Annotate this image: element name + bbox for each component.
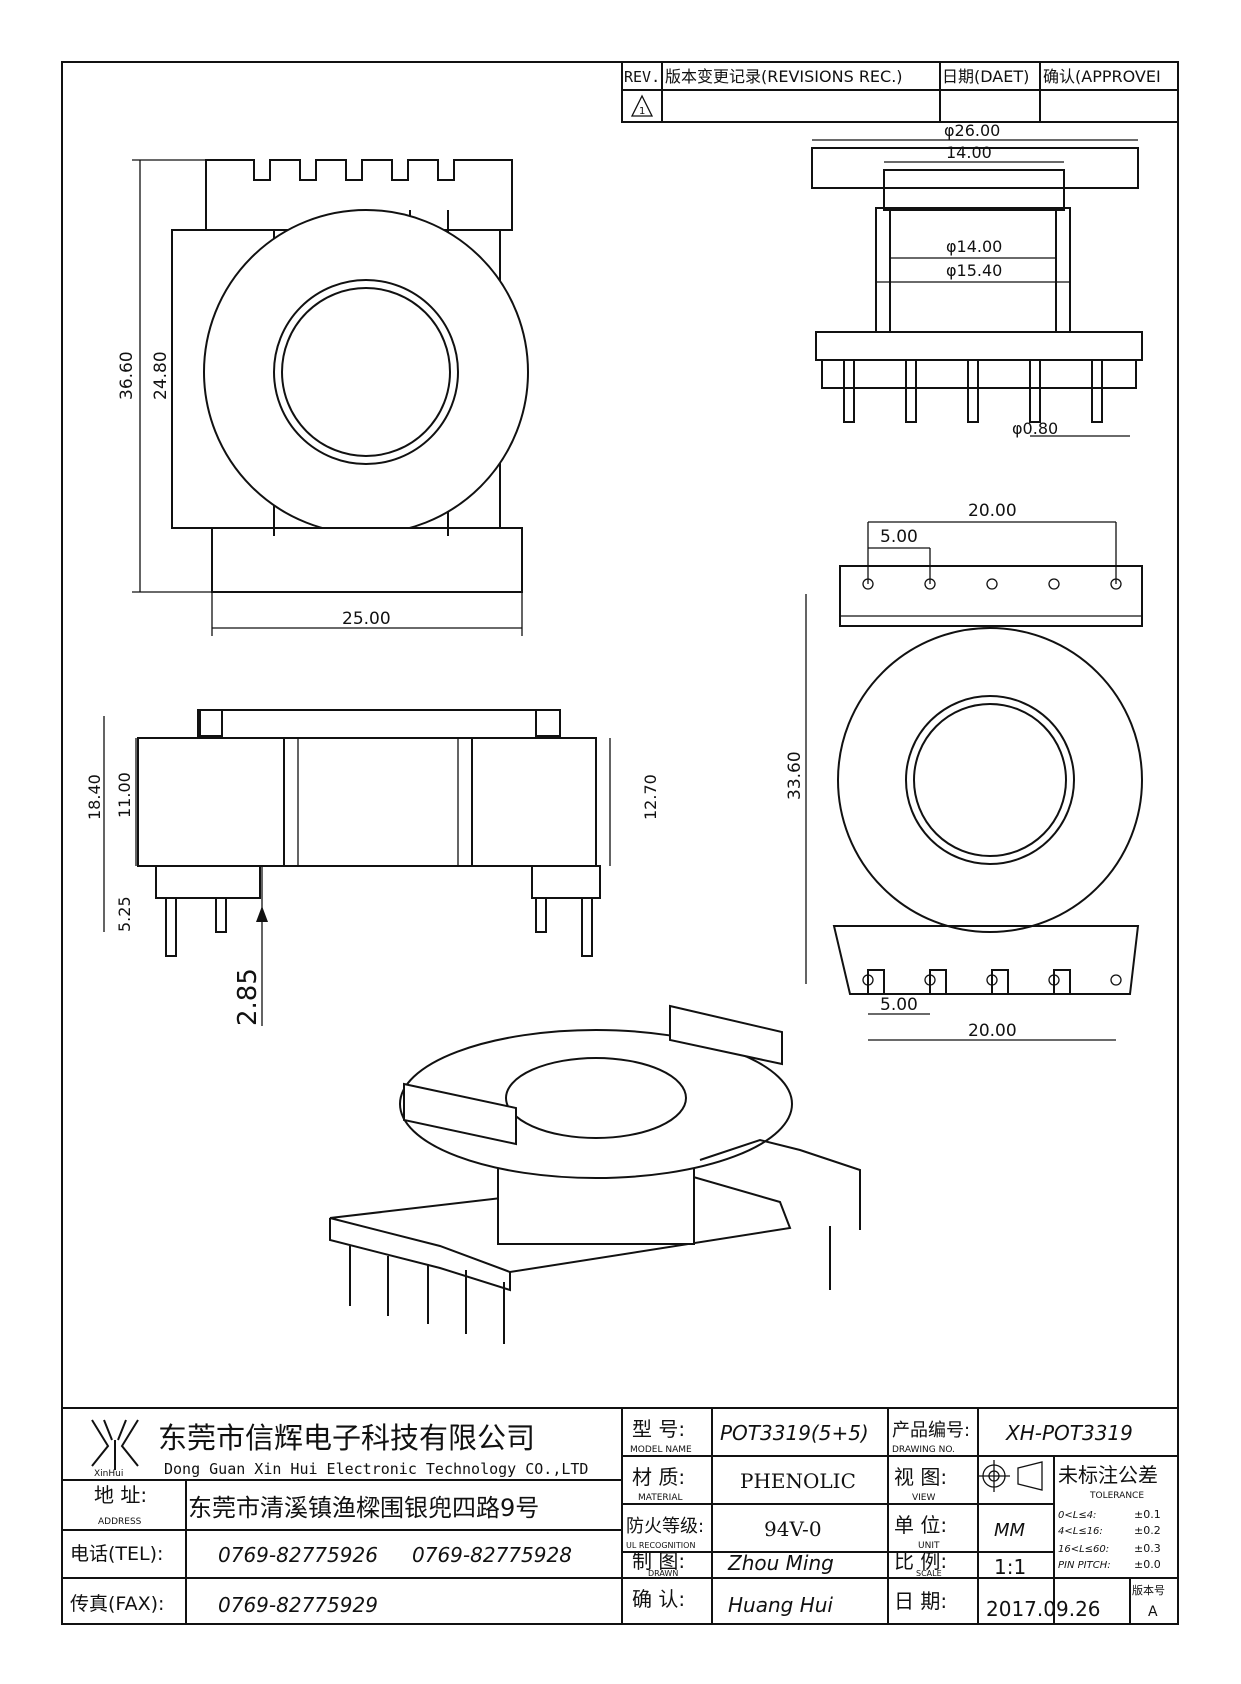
- bottom-view: 20.00 5.00 33.60 5.00 20.00: [785, 501, 1143, 1041]
- tolerance-range-2: 4<L≤16:: [1058, 1526, 1103, 1537]
- drawn-label-en: DRAWN: [648, 1569, 678, 1578]
- tolerance-value-3: ±0.3: [1134, 1542, 1161, 1555]
- fax-label: 传真(FAX):: [70, 1593, 164, 1615]
- dim-width-inner: 14.00: [946, 143, 992, 162]
- tel-value-1: 0769-82775926: [218, 1543, 378, 1567]
- title-block: XinHui 东莞市信辉电子科技有限公司 Dong Guan Xin Hui E…: [61, 1407, 1179, 1625]
- scale-label: 比 例:: [894, 1549, 947, 1573]
- top-view: 36.60 24.80 25.00: [117, 159, 529, 636]
- check-value: Huang Hui: [728, 1593, 833, 1617]
- revision-mark: 1: [639, 106, 645, 117]
- check-label: 确 认:: [632, 1587, 685, 1611]
- dim-dia-core: φ14.00: [946, 237, 1002, 256]
- date-label: 日 期:: [894, 1589, 947, 1613]
- dim-width: 25.00: [342, 609, 391, 629]
- address-label-en: ADDRESS: [98, 1517, 142, 1527]
- approve-header: 确认(APPROVEI: [1043, 67, 1161, 86]
- projection-symbol-icon: [978, 1460, 1043, 1492]
- tel-value-2: 0769-82775928: [412, 1543, 572, 1567]
- model-value: POT3319(5+5): [720, 1421, 869, 1445]
- view-label-en: VIEW: [912, 1493, 935, 1503]
- dim-dia-outer: φ26.00: [944, 121, 1000, 140]
- dim-pin-pitch-bottom: 5.00: [880, 995, 918, 1015]
- material-value: PHENOLIC: [740, 1469, 856, 1493]
- fax-value: 0769-82775929: [218, 1593, 378, 1617]
- drawn-label: 制 图:: [632, 1549, 685, 1573]
- drawing-no-value: XH-POT3319: [1005, 1421, 1133, 1445]
- revision-table: REV. 版本变更记录(REVISIONS REC.) 日期(DAET) 确认(…: [621, 61, 1179, 123]
- version-value: A: [1148, 1604, 1158, 1620]
- dim-height-total: 36.60: [117, 351, 137, 400]
- tolerance-value-2: ±0.2: [1134, 1524, 1161, 1537]
- material-label: 材 质:: [632, 1465, 685, 1489]
- scale-label-en: SCALE: [916, 1569, 942, 1578]
- tolerance-value-1: ±0.1: [1134, 1508, 1161, 1521]
- dim-side-standoff: 2.85: [233, 968, 263, 1026]
- ul-label: 防火等级:: [626, 1516, 704, 1537]
- address-value: 东莞市清溪镇渔樑围银兜四路9号: [188, 1494, 539, 1522]
- date-header: 日期(DAET): [942, 67, 1029, 86]
- dim-pin-span-top: 20.00: [968, 501, 1017, 521]
- scale-value: 1:1: [994, 1555, 1026, 1579]
- front-view: φ26.00 14.00 φ14.00 φ15.40 φ0.80: [811, 121, 1143, 438]
- dim-side-height-core: 12.70: [641, 774, 660, 820]
- dim-height-inner: 24.80: [151, 351, 171, 400]
- xinhui-logo: XinHui: [91, 1419, 139, 1479]
- unit-label-en: UNIT: [918, 1541, 940, 1551]
- dim-side-height-body: 11.00: [115, 772, 134, 818]
- isometric-view: [329, 1004, 861, 1344]
- tel-label: 电话(TEL):: [70, 1543, 163, 1565]
- view-label: 视 图:: [894, 1465, 947, 1489]
- tolerance-range-1: 0<L≤4:: [1058, 1510, 1096, 1521]
- tolerance-range-4: PIN PITCH:: [1058, 1560, 1111, 1571]
- rev-header: REV.: [624, 68, 660, 86]
- revision-triangle-icon: [630, 94, 654, 117]
- address-label: 地 址:: [94, 1483, 147, 1507]
- version-label: 版本号: [1132, 1583, 1165, 1597]
- tolerance-value-4: ±0.0: [1134, 1558, 1161, 1571]
- unit-value: MM: [994, 1520, 1026, 1541]
- dim-pin-dia: φ0.80: [1012, 419, 1058, 438]
- revisions-header: 版本变更记录(REVISIONS REC.): [665, 67, 903, 86]
- model-label-en: MODEL NAME: [630, 1445, 692, 1455]
- tolerance-title: 未标注公差: [1058, 1463, 1158, 1487]
- date-value: 2017.09.26: [986, 1597, 1101, 1621]
- drawing-no-label-en: DRAWING NO.: [892, 1445, 955, 1455]
- logo-text: XinHui: [94, 1469, 123, 1479]
- dim-bottom-height: 33.60: [785, 751, 805, 800]
- company-name-cn: 东莞市信辉电子科技有限公司: [158, 1421, 535, 1455]
- unit-label: 单 位:: [894, 1513, 947, 1537]
- dim-pin-pitch-top: 5.00: [880, 527, 918, 547]
- dim-side-pin-len: 5.25: [115, 896, 134, 932]
- company-name-en: Dong Guan Xin Hui Electronic Technology …: [164, 1460, 588, 1478]
- ul-value: 94V-0: [764, 1517, 822, 1541]
- dim-side-height-total: 18.40: [85, 774, 104, 820]
- drawn-value: Zhou Ming: [727, 1551, 834, 1575]
- tolerance-title-en: TOLERANCE: [1089, 1491, 1144, 1501]
- dim-dia-core2: φ15.40: [946, 261, 1002, 280]
- ul-label-en: UL RECOGNITION: [626, 1541, 695, 1550]
- tolerance-range-3: 16<L≤60:: [1058, 1544, 1109, 1555]
- drawing-no-label: 产品编号:: [892, 1420, 970, 1441]
- model-label: 型 号:: [632, 1417, 685, 1441]
- material-label-en: MATERIAL: [638, 1493, 683, 1503]
- dim-pin-span-bottom: 20.00: [968, 1021, 1017, 1041]
- side-view: 18.40 11.00 12.70 5.25 2.85: [85, 709, 660, 1026]
